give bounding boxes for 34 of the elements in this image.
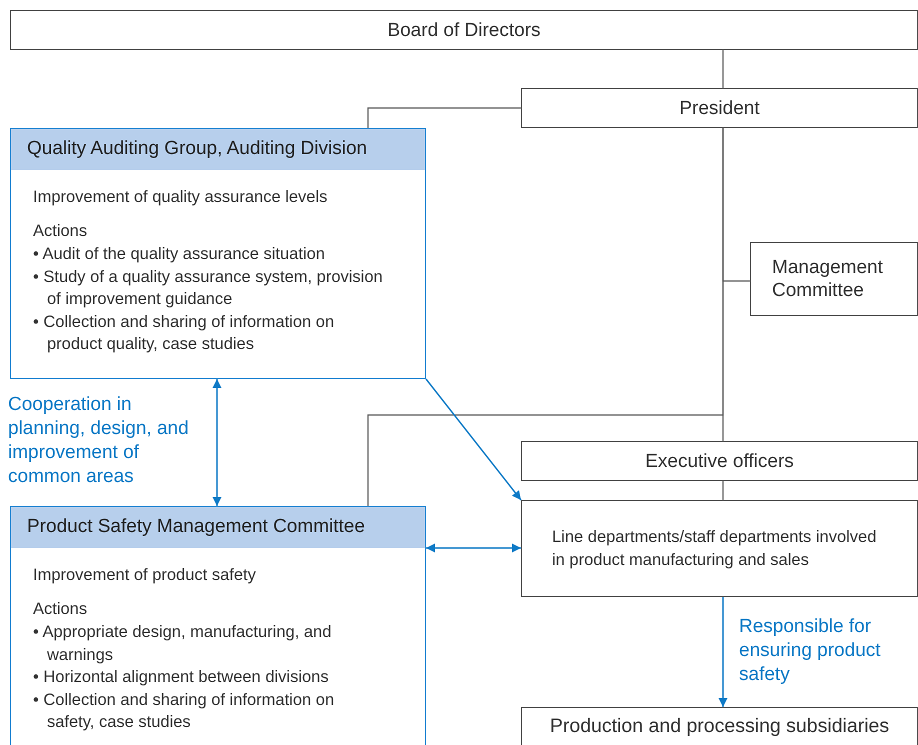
connector-line (367, 107, 521, 128)
arrow (426, 544, 521, 552)
committee-panel (10, 128, 426, 379)
panel-text: Actions (32, 221, 88, 242)
bullet-item: • Collection and sharing of information on product quality, case studies (33, 312, 336, 355)
panel-text: Actions (32, 599, 88, 620)
box-label: Production and processing subsidiaries (550, 715, 890, 738)
bullet-item: • Horizontal alignment between divisions (33, 667, 330, 688)
committee-panel (10, 506, 426, 745)
org-box (521, 500, 918, 597)
panel-heading: Quality Auditing Group, Auditing Division (11, 129, 425, 170)
arrow (425, 378, 522, 500)
bullet-item: • Collection and sharing of information on safety, case studies (33, 690, 336, 733)
arrow (212, 379, 222, 506)
bullet-item: • Study of a quality assurance system, provision of improvement guidance (33, 266, 384, 310)
box-label: Management Committee (771, 256, 884, 302)
box-label: Board of Directors (387, 18, 541, 42)
panel-text: Improvement of quality assurance levels (32, 187, 328, 208)
connector-line (722, 481, 724, 500)
box-label: President (679, 96, 760, 120)
org-box (750, 242, 918, 316)
org-box (10, 10, 918, 50)
arrow (718, 597, 728, 707)
connector-line (367, 128, 724, 506)
connector-line (722, 50, 724, 88)
box-label: Line departments/staff departments involved in product manufacturing and sales (551, 526, 878, 570)
bullet-item: • Appropriate design, manufacturing, and warnings (33, 622, 332, 666)
bullet-item: • Audit of the quality assurance situation (33, 244, 326, 265)
box-label: Executive officers (645, 450, 794, 472)
panel-heading: Product Safety Management Committee (11, 507, 425, 548)
panel-text: Improvement of product safety (32, 565, 257, 586)
org-box (521, 441, 918, 481)
org-box (521, 88, 918, 128)
org-box (521, 707, 918, 745)
